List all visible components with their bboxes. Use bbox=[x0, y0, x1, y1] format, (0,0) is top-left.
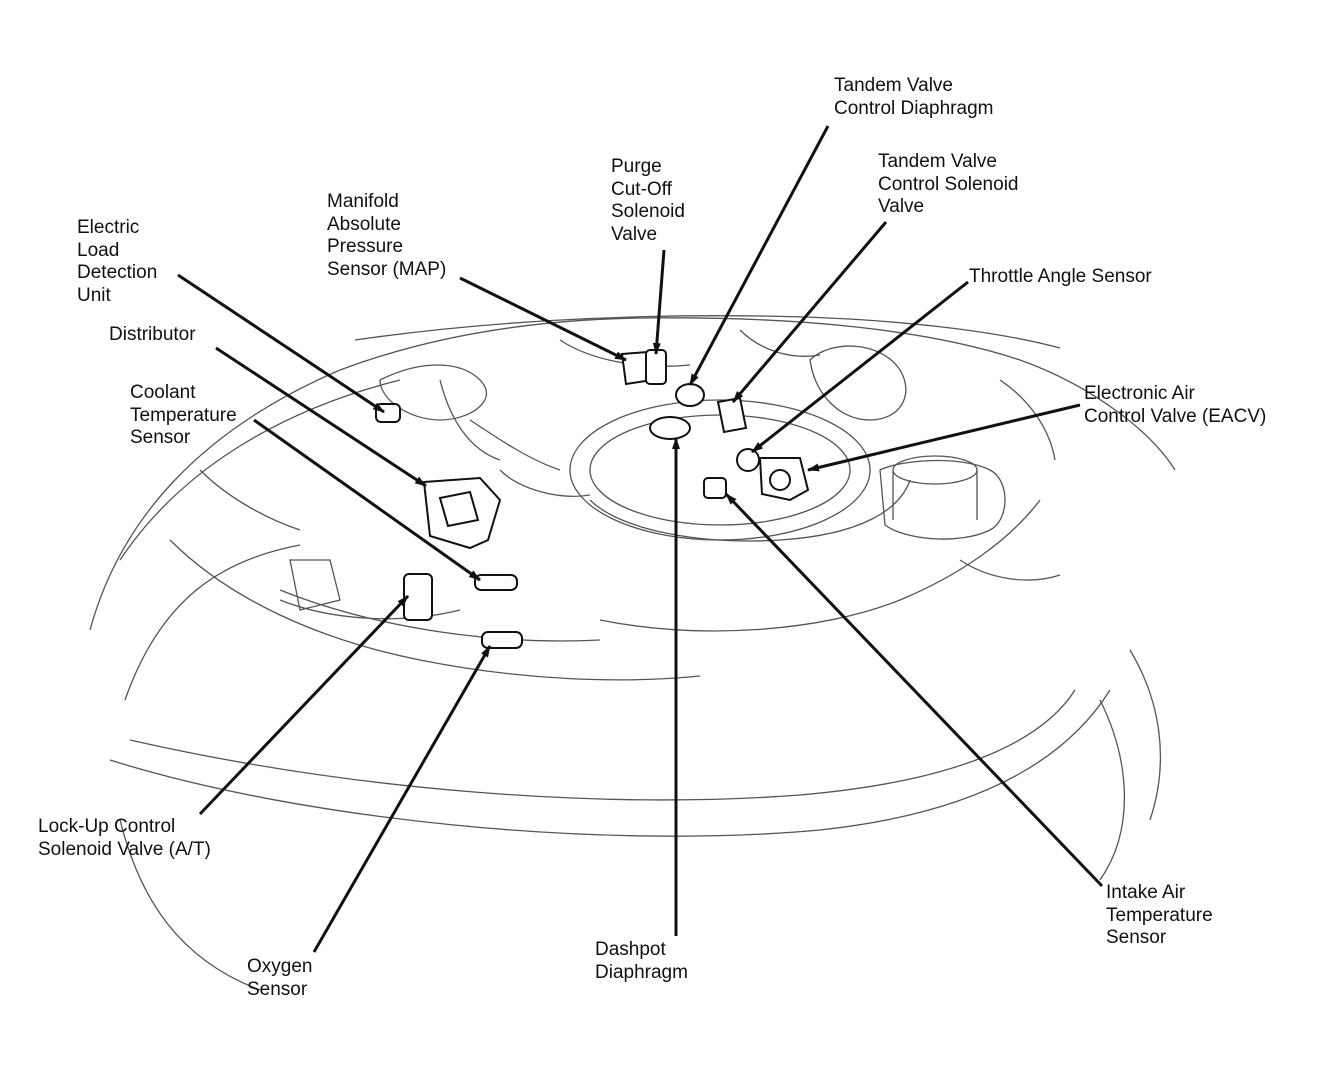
tandem-solenoid-part bbox=[716, 396, 748, 434]
components bbox=[375, 349, 810, 649]
label-line: Temperature bbox=[1106, 904, 1213, 926]
label-line: Sensor bbox=[130, 427, 191, 448]
label-line: Temperature bbox=[130, 404, 237, 426]
leader-purge-valve bbox=[652, 249, 666, 355]
label-line: Dashpot bbox=[595, 939, 666, 960]
oxygen-sensor-part bbox=[481, 631, 523, 649]
leader-throttle-sensor bbox=[751, 280, 969, 454]
electric-load-unit-part bbox=[375, 403, 401, 423]
label-throttle-angle-sensor: Throttle Angle Sensor bbox=[969, 266, 1152, 289]
label-line: Valve bbox=[611, 223, 658, 245]
label-line: Distributor bbox=[109, 324, 196, 345]
label-line: Coolant bbox=[130, 382, 196, 403]
label-line: Intake Air bbox=[1106, 882, 1186, 903]
leader-map-sensor bbox=[459, 276, 627, 362]
dashpot-part bbox=[649, 416, 691, 440]
leader-lines bbox=[177, 125, 1104, 953]
leader-tandem-diaphragm bbox=[688, 125, 830, 386]
leader-oxygen-sensor bbox=[312, 645, 492, 953]
label-line: Load bbox=[77, 239, 120, 261]
label-line: Electric bbox=[77, 217, 140, 238]
throttle-sensor-part bbox=[736, 448, 760, 472]
label-line: Sensor (MAP) bbox=[327, 258, 447, 280]
label-line: Oxygen bbox=[247, 956, 313, 977]
engine-bay-sketch bbox=[89, 315, 1176, 991]
label-line: Valve bbox=[878, 196, 925, 217]
label-distributor: Distributor bbox=[109, 324, 196, 347]
label-line: Throttle Angle Sensor bbox=[969, 266, 1152, 287]
label-line: Sensor bbox=[247, 978, 308, 1000]
leader-intake-air bbox=[724, 492, 1104, 888]
leader-distributor bbox=[215, 346, 427, 488]
leader-electric-load bbox=[177, 273, 385, 414]
label-line: Control Valve (EACV) bbox=[1084, 405, 1267, 427]
label-line: Purge bbox=[611, 156, 662, 177]
label-line: Tandem Valve bbox=[834, 75, 953, 96]
label-line: Absolute bbox=[327, 213, 401, 235]
purge-valve-part bbox=[645, 349, 667, 385]
intake-air-sensor-part bbox=[703, 477, 727, 499]
leader-eacv bbox=[807, 403, 1081, 472]
label-line: Unit bbox=[77, 284, 111, 306]
label-line: Electronic Air bbox=[1084, 383, 1195, 404]
label-line: Diaphragm bbox=[595, 961, 688, 983]
label-line: Cut-Off bbox=[611, 178, 672, 200]
tandem-diaphragm-part bbox=[675, 383, 705, 407]
label-line: Detection bbox=[77, 262, 158, 283]
label-line: Manifold bbox=[327, 191, 399, 212]
label-line: Tandem Valve bbox=[878, 151, 997, 172]
label-line: Pressure bbox=[327, 236, 404, 257]
label-line: Solenoid bbox=[611, 201, 685, 222]
leader-tandem-solenoid bbox=[731, 221, 888, 403]
label-line: Sensor bbox=[1106, 927, 1167, 948]
leader-coolant-sensor bbox=[253, 418, 481, 582]
label-line: Control Diaphragm bbox=[834, 97, 994, 119]
label-line: Solenoid Valve (A/T) bbox=[38, 838, 211, 860]
label-line: Lock-Up Control bbox=[38, 816, 176, 837]
leader-lockup-valve bbox=[198, 594, 410, 816]
coolant-sensor-part bbox=[474, 574, 518, 591]
label-line: Control Solenoid bbox=[878, 173, 1019, 195]
